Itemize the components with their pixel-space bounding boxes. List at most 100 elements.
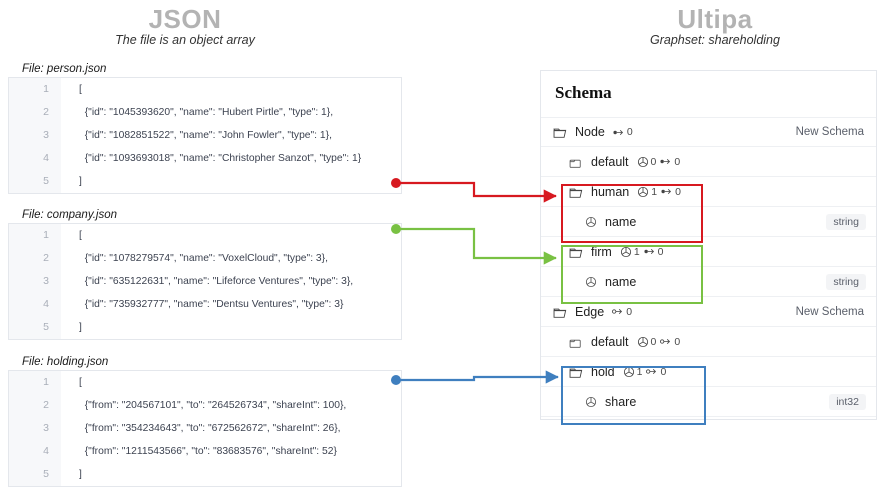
edge-count-value: 0 bbox=[674, 335, 681, 348]
property-glyph-icon bbox=[585, 215, 598, 228]
folder-open-icon bbox=[569, 186, 584, 198]
edge-count-value: 0 bbox=[674, 155, 681, 168]
line-number: 1 bbox=[9, 224, 61, 247]
node-count-value: 1 bbox=[651, 185, 658, 198]
schema-name: hold bbox=[591, 364, 615, 379]
edge-glyph-icon bbox=[644, 246, 656, 257]
node-count-group: 1 bbox=[623, 365, 643, 378]
new-schema-link-edge[interactable]: New Schema bbox=[795, 305, 864, 318]
edge-glyph-icon bbox=[661, 186, 673, 197]
schema-counts: 1 0 bbox=[620, 246, 664, 258]
schema-item-firm[interactable]: firm 1 0 bbox=[541, 237, 876, 267]
json-column-subtitle: The file is an object array bbox=[115, 33, 255, 47]
group-label: Node bbox=[575, 125, 605, 139]
node-glyph-icon bbox=[623, 366, 635, 378]
node-count-group: 0 bbox=[637, 335, 657, 348]
line-number: 4 bbox=[9, 440, 61, 463]
line-number: 3 bbox=[9, 124, 61, 147]
edge-count-group: 0 bbox=[612, 306, 632, 318]
edge-count-value: 0 bbox=[657, 245, 664, 258]
edge-glyph-icon bbox=[612, 306, 624, 317]
schema-item-node-default[interactable]: default 0 0 bbox=[541, 147, 876, 177]
line-number: 4 bbox=[9, 293, 61, 316]
code-line: 3 {"id": "635122631", "name": "Lifeforce… bbox=[9, 270, 401, 293]
line-content: ] bbox=[79, 469, 82, 480]
connector-holding-to-hold bbox=[391, 370, 559, 385]
code-panel-company: 1 [ 2 {"id": "1078279574", "name": "Voxe… bbox=[8, 223, 402, 340]
file-label-holding: File: holding.json bbox=[22, 356, 109, 368]
line-number: 4 bbox=[9, 147, 61, 170]
code-line: 4 {"id": "1093693018", "name": "Christop… bbox=[9, 147, 401, 170]
code-line: 1 [ bbox=[9, 371, 401, 394]
connector-path bbox=[396, 227, 557, 265]
schema-counts: 0 0 bbox=[637, 335, 681, 348]
node-count-value: 0 bbox=[650, 335, 657, 348]
node-count-group: 0 bbox=[637, 155, 657, 168]
code-line: 1 [ bbox=[9, 224, 401, 247]
line-number: 2 bbox=[9, 101, 61, 124]
code-line: 3 {"from": "354234643", "to": "672562672… bbox=[9, 417, 401, 440]
node-count-value: 0 bbox=[650, 155, 657, 168]
code-panel-person: 1 [ 2 {"id": "1045393620", "name": "Hube… bbox=[8, 77, 402, 194]
new-schema-link-node[interactable]: New Schema bbox=[795, 126, 864, 138]
schema-panel: Schema Node 0 New Schema default bbox=[540, 70, 877, 425]
property-row-human-name[interactable]: name string bbox=[541, 207, 876, 237]
line-number: 3 bbox=[9, 417, 61, 440]
edge-count-group: 0 bbox=[661, 186, 681, 198]
code-line: 2 {"id": "1078279574", "name": "VoxelClo… bbox=[9, 247, 401, 270]
line-content: {"from": "354234643", "to": "672562672",… bbox=[79, 423, 341, 434]
node-glyph-icon bbox=[620, 246, 632, 258]
property-name: name bbox=[605, 274, 637, 289]
json-column-title: JSON bbox=[148, 4, 222, 34]
edge-count-value: 0 bbox=[675, 185, 681, 198]
edge-count-value: 0 bbox=[626, 305, 633, 318]
folder-open-icon bbox=[569, 246, 584, 258]
line-number: 1 bbox=[9, 371, 61, 394]
line-content: {"id": "1078279574", "name": "VoxelCloud… bbox=[79, 253, 328, 264]
schema-group-node[interactable]: Node 0 New Schema bbox=[541, 117, 876, 147]
line-content: [ bbox=[79, 377, 82, 388]
line-number: 5 bbox=[9, 316, 61, 339]
edge-count-group: 0 bbox=[660, 156, 680, 168]
schema-counts: 0 0 bbox=[637, 155, 680, 168]
property-glyph-icon bbox=[585, 395, 598, 408]
code-line: 2 {"from": "204567101", "to": "264526734… bbox=[9, 394, 401, 417]
line-number: 3 bbox=[9, 270, 61, 293]
property-type-badge: string bbox=[826, 213, 866, 230]
node-glyph-icon bbox=[637, 156, 649, 168]
node-glyph-icon bbox=[637, 186, 649, 198]
edge-count-group: 0 bbox=[613, 126, 633, 138]
code-line: 2 {"id": "1045393620", "name": "Hubert P… bbox=[9, 101, 401, 124]
property-name: name bbox=[605, 214, 637, 229]
node-glyph-icon bbox=[637, 336, 649, 348]
schema-item-edge-default[interactable]: default 0 0 bbox=[541, 327, 876, 357]
property-glyph-icon bbox=[585, 275, 598, 288]
code-line: 5 ] bbox=[9, 170, 401, 193]
edge-count-value: 0 bbox=[660, 365, 667, 378]
node-count-value: 1 bbox=[633, 245, 640, 258]
connector-person-to-human bbox=[391, 178, 557, 203]
property-type-badge: int32 bbox=[829, 393, 866, 410]
line-content: {"from": "1211543566", "to": "83683576",… bbox=[79, 446, 337, 457]
line-number: 5 bbox=[9, 463, 61, 486]
property-row-firm-name[interactable]: name string bbox=[541, 267, 876, 297]
schema-item-human[interactable]: human 1 0 bbox=[541, 177, 876, 207]
property-name: share bbox=[605, 394, 637, 409]
code-line: 4 {"from": "1211543566", "to": "83683576… bbox=[9, 440, 401, 463]
schema-name: firm bbox=[591, 244, 612, 259]
line-content: {"from": "204567101", "to": "264526734",… bbox=[79, 400, 347, 411]
folder-closed-icon bbox=[569, 156, 584, 168]
property-row-hold-share[interactable]: share int32 bbox=[541, 387, 876, 417]
connector-path bbox=[396, 181, 557, 203]
node-count-value: 1 bbox=[636, 365, 643, 378]
schema-item-hold[interactable]: hold 1 0 bbox=[541, 357, 876, 387]
schema-group-edge[interactable]: Edge 0 New Schema bbox=[541, 297, 876, 327]
line-content: {"id": "1082851522", "name": "John Fowle… bbox=[79, 130, 332, 141]
line-content: {"id": "635122631", "name": "Lifeforce V… bbox=[79, 276, 354, 287]
edge-glyph-icon bbox=[646, 366, 658, 377]
line-number: 5 bbox=[9, 170, 61, 193]
schema-panel-heading: Schema bbox=[555, 83, 612, 102]
edge-count-value: 0 bbox=[626, 126, 633, 138]
line-content: {"id": "735932777", "name": "Dentsu Vent… bbox=[79, 299, 344, 310]
line-number: 2 bbox=[9, 394, 61, 417]
